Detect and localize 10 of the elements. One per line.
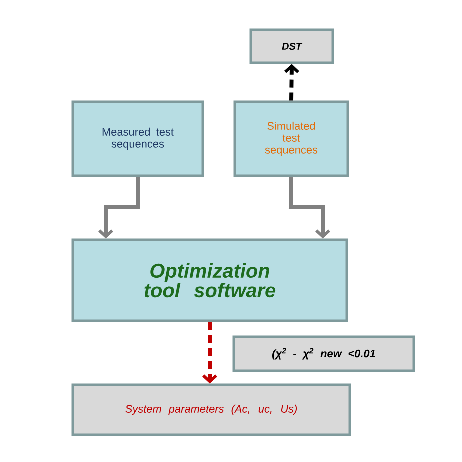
- process-box: Simulated test sequences: [234, 100, 350, 178]
- arrow: [202, 322, 218, 384]
- condition-box: (χ$^{2}$ - χ$^{2}$ new <0.01: [232, 336, 416, 372]
- process-box: Optimization tool software: [72, 238, 348, 322]
- arrow: [98, 177, 140, 239]
- arrow: [288, 177, 330, 239]
- label-box: DST: [250, 28, 334, 64]
- result-box: System parameters (Ac, uc, Us): [72, 384, 352, 436]
- arrow: [284, 64, 300, 101]
- process-box: Measured test sequences: [72, 100, 204, 178]
